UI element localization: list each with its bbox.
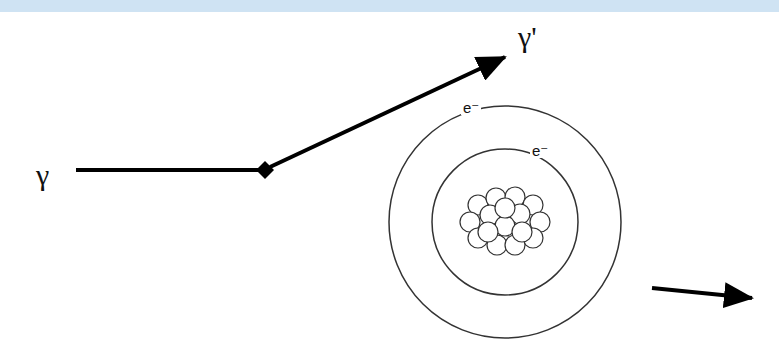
electron-label: e⁻ <box>461 100 481 115</box>
incoming-photon-line <box>76 168 258 172</box>
inner-shell <box>432 149 578 295</box>
ejected-electron-arrow <box>652 288 752 298</box>
electron-label: e⁻ <box>530 143 550 158</box>
scattered-photon-arrow <box>270 57 505 167</box>
interaction-point <box>256 161 274 179</box>
nucleus <box>460 187 550 255</box>
scattered-photon-label: γ' <box>518 22 537 52</box>
outer-shell <box>389 106 621 338</box>
header-band <box>0 0 779 12</box>
photon-label: γ <box>36 160 49 190</box>
